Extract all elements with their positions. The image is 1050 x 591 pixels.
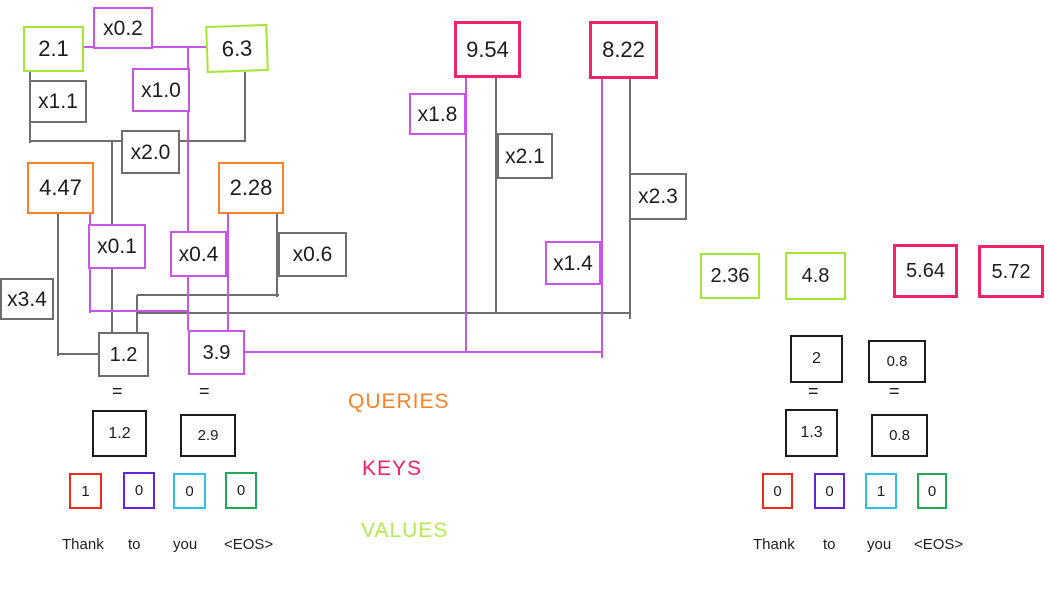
score-box-3-9: 3.9 (188, 330, 245, 375)
edge-query447-down (57, 214, 59, 356)
onehot-left-box-you: 0 (173, 473, 206, 509)
output-box-2-36: 2.36 (700, 253, 760, 299)
token-left-eos: <EOS> (224, 536, 274, 553)
query-box-2-28: 2.28 (218, 162, 284, 214)
weight-box-x1-4: x1.4 (545, 241, 601, 285)
output-box-4-8: 4.8 (785, 252, 846, 300)
onehot-right-box-you: 1 (865, 473, 897, 509)
weight-box-x0-6: x0.6 (278, 232, 347, 277)
onehot-left-box-to: 0 (123, 472, 155, 509)
onehot-right-box-eos: 0 (917, 473, 947, 509)
output-box-5-64: 5.64 (893, 244, 958, 298)
onehot-right-box-thank: 0 (762, 473, 793, 509)
edge-purple-trunk-down (187, 47, 189, 330)
edge-purple-bus-short (90, 310, 188, 312)
edge-key954-purple-down (465, 78, 467, 353)
score-box-1-2: 1.2 (98, 332, 149, 377)
output-box-5-72: 5.72 (978, 245, 1044, 298)
onehot-left-box-thank: 1 (69, 473, 102, 509)
edge-query447-into-score12 (58, 353, 98, 355)
key-box-9-54: 9.54 (454, 21, 521, 78)
value-box-6-3: 6.3 (205, 23, 269, 74)
token-left-to: to (128, 536, 141, 553)
key-box-8-22: 8.22 (589, 21, 658, 79)
score-box-2: 2 (790, 335, 843, 383)
token-right-you: you (867, 536, 892, 553)
weight-box-x3-4: x3.4 (0, 278, 54, 320)
token-right-thank: Thank (753, 536, 795, 553)
token-left-you: you (173, 536, 198, 553)
edge-gray-bus-long (137, 312, 631, 314)
edge-x06-left (137, 294, 279, 296)
edge-query228-down-right (276, 214, 278, 297)
token-left-thank: Thank (62, 536, 104, 553)
score-box-0-8: 0.8 (868, 340, 926, 383)
weight-box-x0-2: x0.2 (93, 7, 153, 49)
weight-box-x0-1: x0.1 (88, 224, 146, 269)
softmax-box-1-2: 1.2 (92, 410, 147, 457)
weight-box-x2-3: x2.3 (629, 173, 687, 220)
onehot-left-box-eos: 0 (225, 472, 257, 509)
weight-box-x1-8: x1.8 (409, 93, 466, 135)
weight-box-x1-0: x1.0 (132, 68, 190, 112)
onehot-right-box-to: 0 (814, 473, 845, 509)
value-box-2-1: 2.1 (23, 26, 84, 72)
equals-right-1: = (808, 381, 819, 401)
equals-right-2: = (889, 381, 900, 401)
edge-value63-down (244, 72, 246, 141)
token-right-to: to (823, 536, 836, 553)
edge-query228-purple-down (227, 214, 229, 330)
legend-values: VALUES (361, 519, 449, 542)
weight-box-x2-0: x2.0 (121, 130, 180, 174)
softmax-box-2-9: 2.9 (180, 414, 236, 457)
weight-box-x2-1: x2.1 (497, 133, 553, 179)
legend-keys: KEYS (362, 457, 423, 480)
softmax-box-1-3: 1.3 (785, 409, 838, 457)
query-box-4-47: 4.47 (27, 162, 94, 214)
edge-key954-gray-down (495, 78, 497, 313)
legend-queries: QUERIES (348, 390, 450, 413)
softmax-box-0-8: 0.8 (871, 414, 928, 457)
edge-key822-purple-down (601, 79, 603, 358)
equals-left-1: = (112, 381, 123, 401)
weight-box-x1-1: x1.1 (29, 80, 87, 123)
edge-score39-right (245, 351, 603, 353)
equals-left-2: = (199, 381, 210, 401)
token-right-eos: <EOS> (914, 536, 964, 553)
weight-box-x0-4: x0.4 (170, 231, 227, 277)
